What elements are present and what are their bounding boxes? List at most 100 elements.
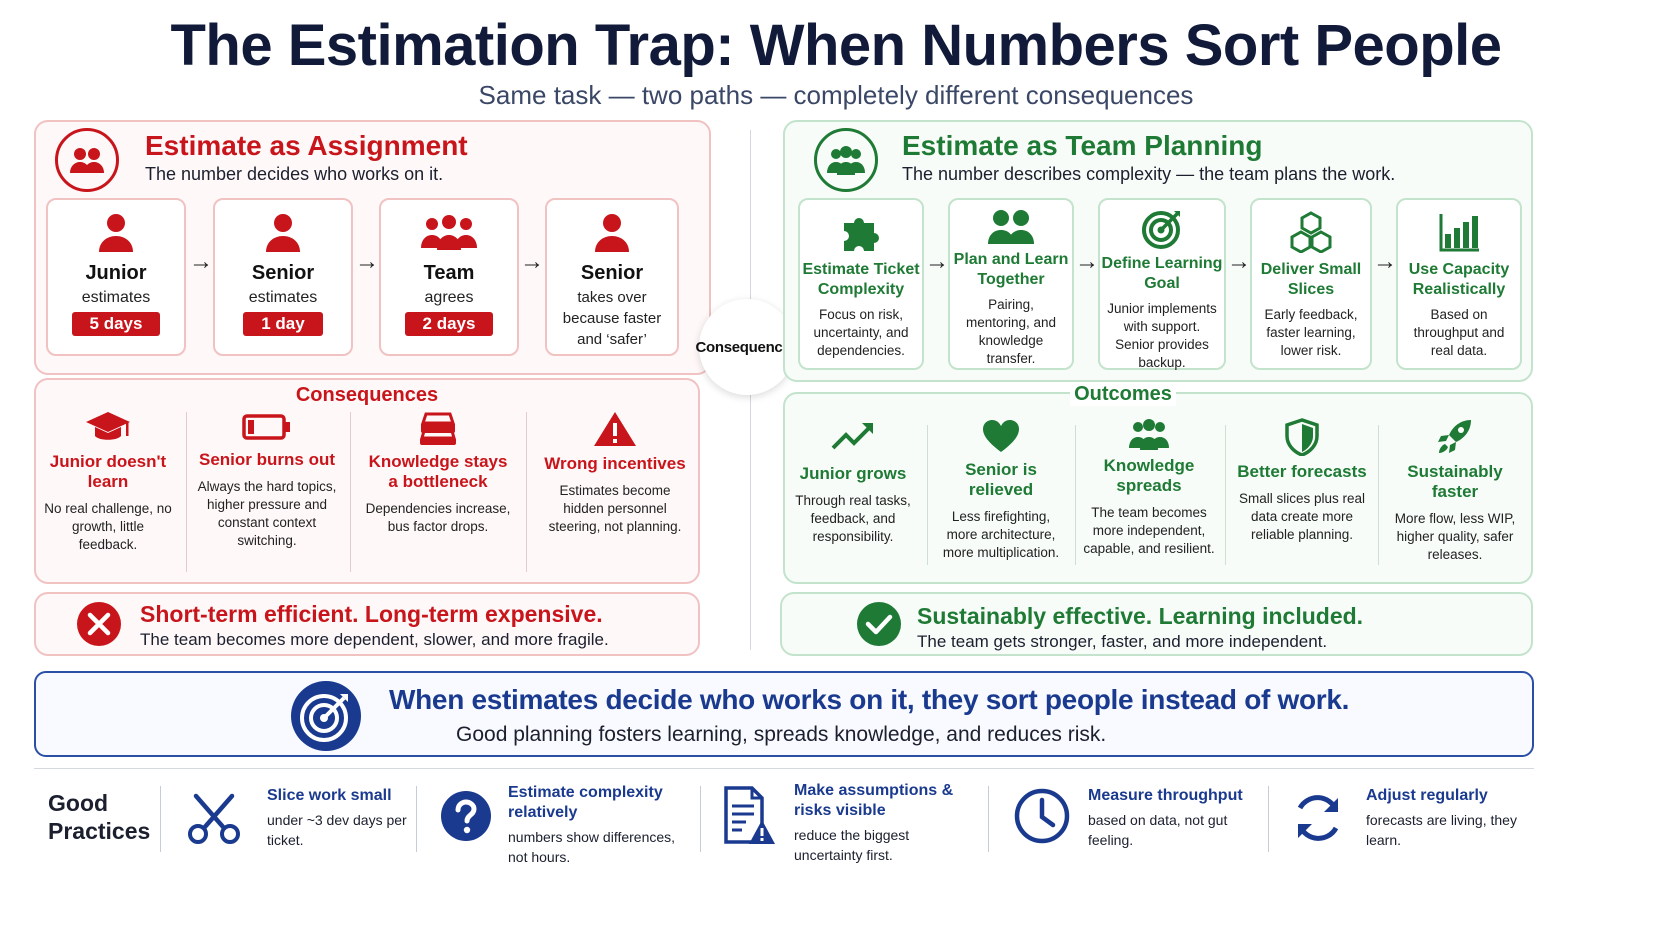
divider xyxy=(927,425,928,565)
consequence-title: Senior burns out xyxy=(199,450,335,469)
outcomes-label: Outcomes xyxy=(1070,383,1176,406)
outcome-title: Sustainably faster xyxy=(1407,462,1503,501)
cubes-icon xyxy=(1290,211,1332,253)
left-panel-title: Estimate as Assignment xyxy=(145,130,468,161)
warning-icon xyxy=(594,412,636,446)
divider xyxy=(160,786,161,852)
outcome-title: Junior grows xyxy=(799,464,907,483)
arrow-right-icon: → xyxy=(1373,248,1397,275)
puzzle-icon xyxy=(844,218,879,251)
person-icon xyxy=(99,214,133,252)
divider xyxy=(988,786,989,852)
consequence-title: Knowledge stays a bottleneck xyxy=(368,452,508,491)
heart-icon xyxy=(983,420,1019,452)
traffic-jam-icon xyxy=(420,412,456,445)
divider xyxy=(1075,425,1076,565)
outcome-3: Knowledge spreads The team becomes more … xyxy=(1082,418,1216,558)
step-who: Junior xyxy=(85,262,147,284)
divider xyxy=(416,786,417,852)
step-desc: Focus on risk, uncertainty, and dependen… xyxy=(813,307,909,358)
rocket-icon xyxy=(1438,420,1471,453)
right-step-1: Estimate Ticket Complexity Focus on risk… xyxy=(798,198,924,370)
estimate-badge: 1 day xyxy=(243,312,323,336)
pair-icon xyxy=(988,210,1034,244)
arrow-right-icon: → xyxy=(189,248,213,275)
consequence-title: Wrong incentives xyxy=(544,454,686,473)
practice-desc: numbers show differences, not hours. xyxy=(508,829,676,865)
step-desc: Based on throughput and real data. xyxy=(1413,307,1505,358)
divider xyxy=(1378,425,1379,565)
step-title: Use Capacity Realistically xyxy=(1408,261,1510,298)
step-desc: Junior implements with support. Senior p… xyxy=(1107,301,1217,370)
practice-2: Estimate complexity relatively numbers s… xyxy=(508,783,688,867)
divider xyxy=(1268,786,1269,852)
refresh-icon xyxy=(1297,795,1339,841)
left-summary xyxy=(34,592,700,656)
consequence-desc: Estimates become hidden personnel steeri… xyxy=(548,483,682,534)
consequence-4: Wrong incentives Estimates become hidden… xyxy=(540,410,690,536)
target-icon xyxy=(291,681,361,751)
outcome-desc: Less firefighting, more architecture, mo… xyxy=(942,509,1060,560)
bar-chart-icon xyxy=(1439,214,1479,252)
right-step-3: Define Learning Goal Junior implements w… xyxy=(1098,198,1226,370)
step-desc: Early feedback, faster learning, lower r… xyxy=(1264,307,1358,358)
left-summary-desc: The team becomes more dependent, slower,… xyxy=(140,630,609,649)
left-step-3: Team agrees 2 days xyxy=(379,198,519,356)
practice-desc: forecasts are living, they learn. xyxy=(1366,812,1517,848)
left-panel-subtitle: The number decides who works on it. xyxy=(145,164,444,184)
practice-1: Slice work small under ~3 dev days per t… xyxy=(267,786,407,850)
right-step-2: Plan and Learn Together Pairing, mentori… xyxy=(948,198,1074,370)
right-summary xyxy=(780,592,1533,656)
step-title: Estimate Ticket Complexity xyxy=(802,261,920,298)
step-what: estimates xyxy=(81,289,151,306)
left-step-1: Junior estimates 5 days xyxy=(46,198,186,356)
question-icon xyxy=(441,791,491,841)
person-icon xyxy=(266,214,300,252)
consequences-label: Consequences xyxy=(295,384,439,406)
arrow-right-icon: → xyxy=(925,248,949,275)
consequence-desc: No real challenge, no growth, little fee… xyxy=(44,501,172,552)
practice-desc: based on data, not gut feeling. xyxy=(1088,812,1228,848)
practice-title: Measure throughput xyxy=(1088,787,1243,804)
outcome-desc: More flow, less WIP, higher quality, saf… xyxy=(1394,511,1516,562)
clock-icon xyxy=(1014,788,1070,844)
battery-low-icon xyxy=(242,414,290,440)
page-subtitle: Same task — two paths — completely diffe… xyxy=(478,80,1194,110)
arrow-right-icon: → xyxy=(520,248,544,275)
consequence-title: Junior doesn't learn xyxy=(49,452,167,491)
consequence-3: Knowledge stays a bottleneck Dependencie… xyxy=(362,410,514,536)
step-who: Senior xyxy=(580,262,644,284)
consequence-desc: Dependencies increase, bus factor drops. xyxy=(365,501,511,534)
practices-label-line2: Practices xyxy=(48,818,151,844)
shield-icon xyxy=(1285,418,1319,456)
practice-title: Adjust regularly xyxy=(1366,787,1488,804)
outcome-4: Better forecasts Small slices plus real … xyxy=(1234,418,1370,544)
banner-subtitle: Good planning fosters learning, spreads … xyxy=(456,723,1107,746)
step-title: Deliver Small Slices xyxy=(1260,261,1362,298)
section-divider xyxy=(34,768,1534,769)
outcome-2: Senior is relieved Less firefighting, mo… xyxy=(936,418,1066,562)
graduation-cap-icon xyxy=(86,412,130,440)
estimate-badge: 2 days xyxy=(404,312,494,336)
outcomes-panel xyxy=(783,392,1533,584)
left-summary-title: Short-term efficient. Long-term expensiv… xyxy=(140,601,603,627)
page-title: The Estimation Trap: When Numbers Sort P… xyxy=(170,13,1502,78)
practices-label-line1: Good xyxy=(48,790,109,816)
team-icon xyxy=(421,215,477,250)
team-icon xyxy=(1129,419,1169,450)
step-what: estimates xyxy=(248,289,318,306)
right-summary-desc: The team gets stronger, faster, and more… xyxy=(917,632,1328,651)
divider xyxy=(700,786,701,852)
practice-4: Measure throughput based on data, not gu… xyxy=(1088,786,1258,850)
consequence-desc: Always the hard topics, higher pressure … xyxy=(197,479,337,548)
outcome-title: Knowledge spreads xyxy=(1103,456,1195,495)
right-step-4: Deliver Small Slices Early feedback, fas… xyxy=(1250,198,1372,370)
divider xyxy=(526,412,527,572)
practice-title: Slice work small xyxy=(267,787,392,804)
step-title: Plan and Learn Together xyxy=(953,251,1069,288)
trend-up-icon xyxy=(831,423,873,450)
consequences-panel xyxy=(34,378,700,584)
check-circle-icon xyxy=(857,602,901,646)
outcome-title: Senior is relieved xyxy=(965,460,1037,499)
arrow-right-icon: → xyxy=(1227,248,1251,275)
